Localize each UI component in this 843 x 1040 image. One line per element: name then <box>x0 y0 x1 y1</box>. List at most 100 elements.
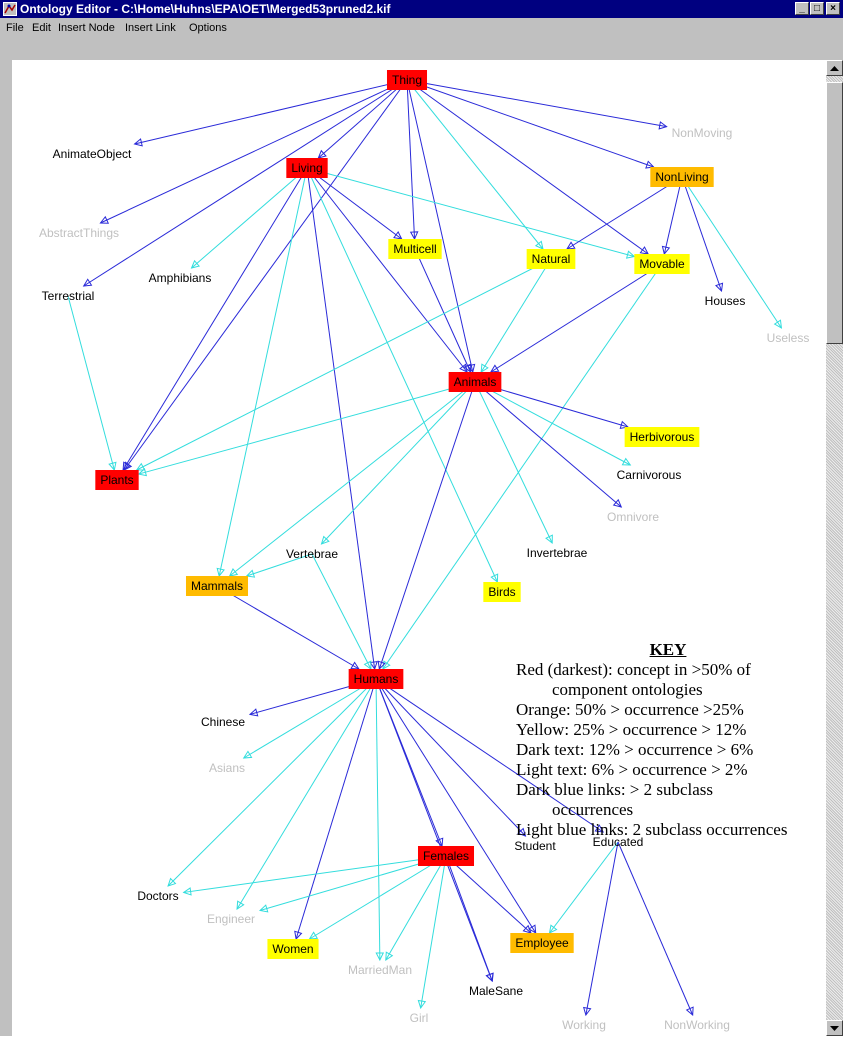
link-animals-humans[interactable] <box>378 381 476 670</box>
link-movable-humans[interactable] <box>382 263 663 670</box>
node-omnivore[interactable]: Omnivore <box>607 510 659 524</box>
link-living-plants[interactable] <box>122 167 308 471</box>
link-females-women[interactable] <box>309 855 447 940</box>
link-humans-asians[interactable] <box>243 678 377 759</box>
link-animals-plants[interactable] <box>138 381 476 475</box>
node-carnivorous[interactable]: Carnivorous <box>617 468 682 482</box>
node-student[interactable]: Student <box>514 839 556 853</box>
link-nonliving-houses[interactable] <box>681 176 723 292</box>
node-nonmoving[interactable]: NonMoving <box>672 126 733 140</box>
node-movable[interactable]: Movable <box>634 254 690 274</box>
link-multicell-animals[interactable] <box>414 248 471 373</box>
link-humans-student[interactable] <box>375 678 526 837</box>
node-useless[interactable]: Useless <box>767 331 810 345</box>
menu-insert-link[interactable]: Insert Link <box>125 22 176 34</box>
link-females-employee[interactable] <box>445 855 532 934</box>
link-animals-mammals[interactable] <box>229 381 476 577</box>
link-humans-women[interactable] <box>295 678 377 940</box>
link-thing-nonliving[interactable] <box>406 79 654 168</box>
ontology-graph[interactable]: ThingAnimateObjectNonMovingLivingNonLivi… <box>12 60 826 1036</box>
link-terrestrial-plants[interactable] <box>67 295 115 471</box>
node-nonworking[interactable]: NonWorking <box>664 1018 730 1032</box>
link-humans-educated[interactable] <box>375 678 604 833</box>
menu-file[interactable]: File <box>6 22 24 34</box>
link-thing-animateobject[interactable] <box>134 79 408 145</box>
link-females-marriedman[interactable] <box>385 855 447 961</box>
node-engineer[interactable]: Engineer <box>207 912 255 926</box>
node-chinese[interactable]: Chinese <box>201 715 245 729</box>
link-thing-living[interactable] <box>318 79 408 159</box>
link-females-engineer[interactable] <box>259 855 447 911</box>
link-humans-malesane[interactable] <box>375 678 493 982</box>
link-mammals-humans[interactable] <box>216 585 360 670</box>
node-plants[interactable]: Plants <box>95 470 139 490</box>
close-button[interactable]: × <box>826 2 840 15</box>
node-abstractthings[interactable]: AbstractThings <box>39 226 119 240</box>
link-nonliving-useless[interactable] <box>681 176 782 329</box>
node-educated[interactable]: Educated <box>593 835 644 849</box>
scroll-thumb[interactable] <box>826 82 843 344</box>
link-humans-employee[interactable] <box>375 678 537 934</box>
link-thing-nonmoving[interactable] <box>406 79 667 128</box>
link-living-multicell[interactable] <box>306 167 402 240</box>
node-marriedman[interactable]: MarriedMan <box>348 963 412 977</box>
link-humans-marriedman[interactable] <box>375 678 381 961</box>
node-humans[interactable]: Humans <box>348 669 404 689</box>
link-living-amphibians[interactable] <box>191 167 308 269</box>
node-mammals[interactable]: Mammals <box>185 576 249 596</box>
node-houses[interactable]: Houses <box>705 294 746 308</box>
link-educated-nonworking[interactable] <box>617 841 694 1016</box>
minimize-button[interactable]: _ <box>795 2 809 15</box>
link-thing-natural[interactable] <box>406 79 544 250</box>
vertical-scrollbar[interactable] <box>826 60 843 1036</box>
link-thing-terrestrial[interactable] <box>83 79 408 287</box>
node-nonliving[interactable]: NonLiving <box>650 167 714 187</box>
link-females-girl[interactable] <box>420 855 447 1009</box>
node-women[interactable]: Women <box>267 939 319 959</box>
link-educated-working[interactable] <box>585 841 619 1016</box>
link-vertebrae-humans[interactable] <box>311 553 372 670</box>
node-malesane[interactable]: MaleSane <box>469 984 523 998</box>
node-asians[interactable]: Asians <box>209 761 245 775</box>
link-humans-engineer[interactable] <box>236 678 377 910</box>
link-females-malesane[interactable] <box>445 855 493 982</box>
link-educated-employee[interactable] <box>549 841 619 934</box>
node-females[interactable]: Females <box>417 846 475 866</box>
scroll-down-button[interactable] <box>826 1020 843 1036</box>
link-natural-plants[interactable] <box>136 258 552 471</box>
link-nonliving-natural[interactable] <box>566 176 683 250</box>
node-girl[interactable]: Girl <box>410 1011 429 1025</box>
menu-options[interactable]: Options <box>189 22 227 34</box>
link-living-mammals[interactable] <box>218 167 308 577</box>
node-amphibians[interactable]: Amphibians <box>149 271 212 285</box>
node-natural[interactable]: Natural <box>526 249 576 269</box>
link-living-birds[interactable] <box>306 167 498 583</box>
link-animals-vertebrae[interactable] <box>321 381 476 545</box>
menu-insert-node[interactable]: Insert Node <box>58 22 115 34</box>
link-thing-multicell[interactable] <box>406 79 416 240</box>
link-natural-animals[interactable] <box>480 258 552 373</box>
link-thing-movable[interactable] <box>406 79 649 255</box>
link-animals-omnivore[interactable] <box>474 381 622 508</box>
link-nonliving-movable[interactable] <box>663 176 683 255</box>
node-working[interactable]: Working <box>562 1018 606 1032</box>
link-living-movable[interactable] <box>306 167 635 257</box>
link-thing-abstractthings[interactable] <box>100 79 408 224</box>
node-birds[interactable]: Birds <box>483 582 521 602</box>
link-vertebrae-mammals[interactable] <box>246 553 313 577</box>
link-females-doctors[interactable] <box>183 855 447 893</box>
node-vertebrae[interactable]: Vertebrae <box>286 547 338 561</box>
maximize-button[interactable]: □ <box>810 2 824 15</box>
scroll-up-button[interactable] <box>826 60 843 76</box>
link-humans-doctors[interactable] <box>167 678 377 887</box>
link-living-animals[interactable] <box>306 167 468 373</box>
link-animals-invertebrae[interactable] <box>474 381 553 544</box>
node-thing[interactable]: Thing <box>386 70 428 90</box>
node-invertebrae[interactable]: Invertebrae <box>527 546 588 560</box>
node-doctors[interactable]: Doctors <box>137 889 178 903</box>
node-herbivorous[interactable]: Herbivorous <box>624 427 700 447</box>
link-thing-plants[interactable] <box>123 79 408 471</box>
menu-edit[interactable]: Edit <box>32 22 51 34</box>
node-animals[interactable]: Animals <box>448 372 502 392</box>
